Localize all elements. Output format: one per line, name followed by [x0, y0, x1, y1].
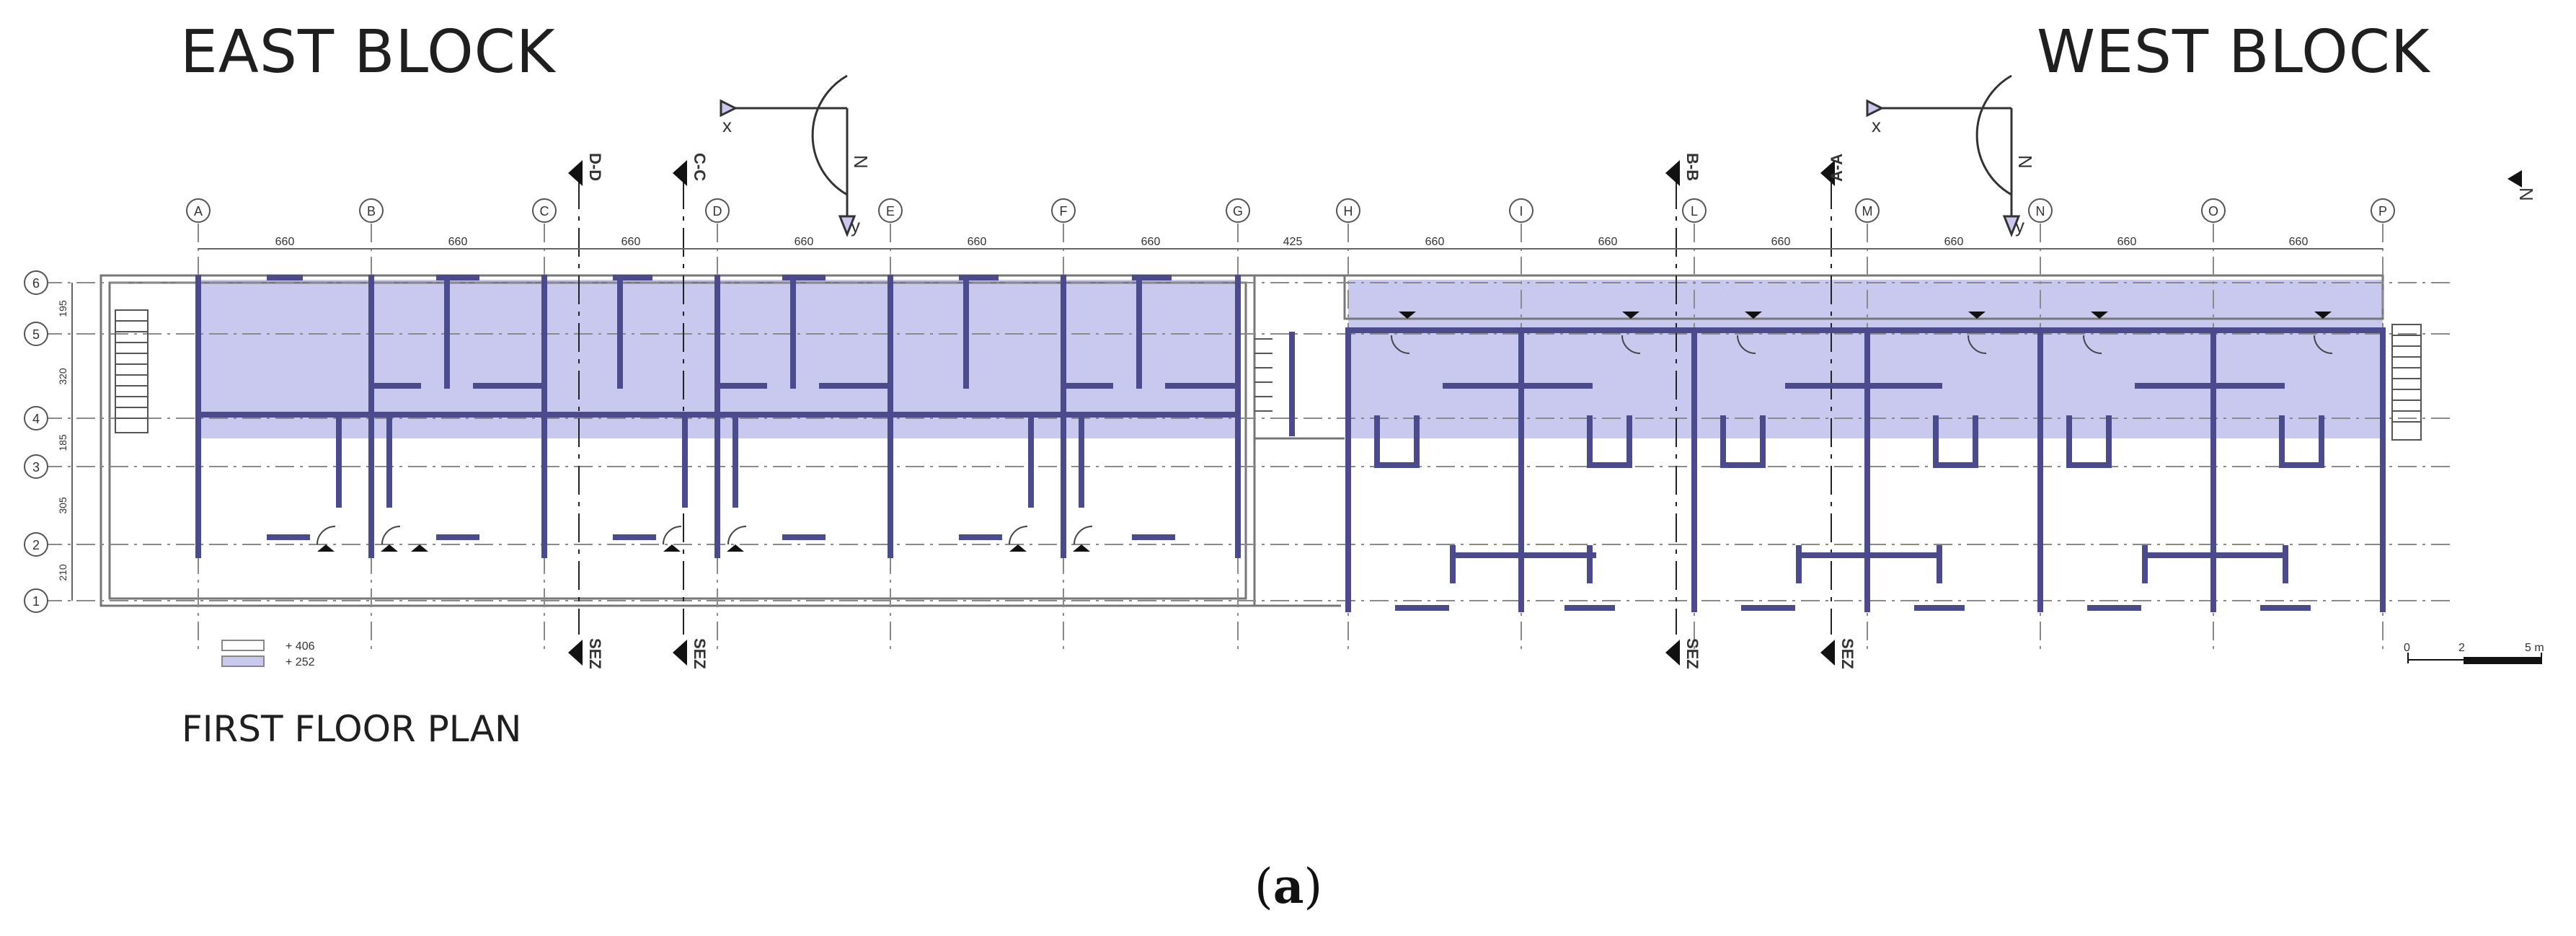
spacing-label: 660 [2117, 236, 2137, 248]
plan-title: FIRST FLOOR PLAN [182, 708, 522, 750]
axis-indicator-east [720, 74, 857, 238]
column-label-G: G [1233, 204, 1243, 218]
column-label-I: I [1519, 204, 1523, 218]
column-label-A: A [194, 204, 203, 218]
column-label-L: L [1691, 204, 1698, 218]
spacing-label: 660 [2289, 236, 2309, 248]
column-label-P: P [2378, 204, 2387, 218]
section-markers [568, 160, 1835, 666]
column-label-C: C [540, 204, 549, 218]
scale-label-0: 0 [2404, 642, 2410, 654]
window-segments [267, 275, 2311, 611]
section-label-D-D: D-D [586, 153, 604, 181]
section-sez-label: SEZ [1683, 638, 1701, 669]
column-label-F: F [1060, 204, 1068, 218]
row-label-5: 5 [32, 327, 40, 342]
spacing-label: 660 [1598, 236, 1618, 248]
column-marker-B [359, 198, 384, 223]
section-sez-label: SEZ [1838, 638, 1856, 669]
column-marker-I [1509, 198, 1533, 223]
legend [221, 640, 265, 667]
column-label-B: B [367, 204, 376, 218]
caption-open: ( [1254, 859, 1273, 914]
column-marker-O [2201, 198, 2226, 223]
scale-bar [2407, 653, 2542, 664]
east-block-title: EAST BLOCK [180, 18, 556, 87]
section-sez-label: SEZ [691, 638, 709, 669]
west-block-title: WEST BLOCK [2037, 18, 2430, 87]
legend-swatch-upper [221, 640, 265, 651]
axis-north-label: N [2014, 155, 2036, 169]
column-marker-A [186, 198, 211, 223]
column-label-N: N [2036, 204, 2045, 218]
spacing-label: 660 [1425, 236, 1445, 248]
entrance-markers [317, 312, 2332, 552]
row-label-1: 1 [32, 594, 40, 609]
spacing-label: 660 [621, 236, 641, 248]
scale-label-2: 2 [2458, 642, 2465, 654]
section-sez-label: SEZ [586, 638, 604, 669]
spacing-label: 660 [1944, 236, 1964, 248]
axis-indicator-west [1866, 74, 2021, 238]
axis-north-label: N [850, 155, 872, 169]
column-marker-H [1336, 198, 1360, 223]
legend-label-upper: + 406 [286, 640, 315, 653]
grid-row-markers [24, 270, 48, 613]
column-label-O: O [2208, 204, 2218, 218]
legend-label-lower: + 252 [286, 656, 315, 668]
section-label-C-C: C-C [691, 153, 709, 181]
figure-caption: (a) [1254, 858, 1322, 914]
section-cut-lines [578, 180, 1832, 635]
column-marker-L [1682, 198, 1707, 223]
row-spacing-label: 305 [57, 497, 68, 514]
row-label-2: 2 [32, 538, 40, 552]
column-marker-F [1051, 198, 1076, 223]
axis-x-label: x [722, 115, 732, 136]
column-marker-D [705, 198, 730, 223]
caption-close: ) [1304, 859, 1323, 914]
grid-column-markers [186, 198, 2395, 223]
spacing-label: 660 [1141, 236, 1161, 248]
west-shade-upper [1348, 280, 2383, 330]
row-spacing-label: 195 [57, 300, 68, 317]
legend-swatch-lower [221, 655, 265, 667]
column-label-M: M [1862, 204, 1873, 218]
walls [195, 275, 2386, 612]
north-arrow-icon [2508, 170, 2522, 187]
column-marker-G [1226, 198, 1250, 223]
column-label-D: D [713, 204, 722, 218]
spacing-label: 660 [795, 236, 814, 248]
column-label-H: H [1344, 204, 1353, 218]
column-label-E: E [886, 204, 895, 218]
column-marker-C [532, 198, 557, 223]
column-marker-E [878, 198, 903, 223]
spacing-label: 660 [1771, 236, 1791, 248]
row-label-6: 6 [32, 276, 40, 291]
row-label-4: 4 [32, 412, 40, 426]
row-spacing-label: 320 [57, 368, 68, 385]
caption-letter: a [1272, 858, 1304, 914]
section-label-A-A: A-A [1828, 154, 1846, 182]
column-marker-M [1855, 198, 1880, 223]
spacing-label: 660 [275, 236, 295, 248]
stairs [115, 309, 2422, 441]
north-arrow-label: N [2515, 187, 2537, 201]
spacing-label: 660 [968, 236, 987, 248]
column-marker-N [2028, 198, 2053, 223]
row-label-3: 3 [32, 460, 40, 474]
door-swings [317, 335, 2333, 545]
row-spacing-label: 185 [57, 434, 68, 451]
row-spacing-label: 210 [57, 564, 68, 581]
axis-y-label: y [2015, 215, 2024, 237]
spacing-label: 660 [448, 236, 468, 248]
axis-x-label: x [1872, 115, 1881, 136]
column-marker-P [2371, 198, 2395, 223]
scale-label-5m: 5 m [2525, 642, 2544, 654]
axis-y-label: y [851, 215, 860, 237]
spacing-label: 425 [1283, 236, 1303, 248]
section-label-B-B: B-B [1683, 153, 1701, 181]
